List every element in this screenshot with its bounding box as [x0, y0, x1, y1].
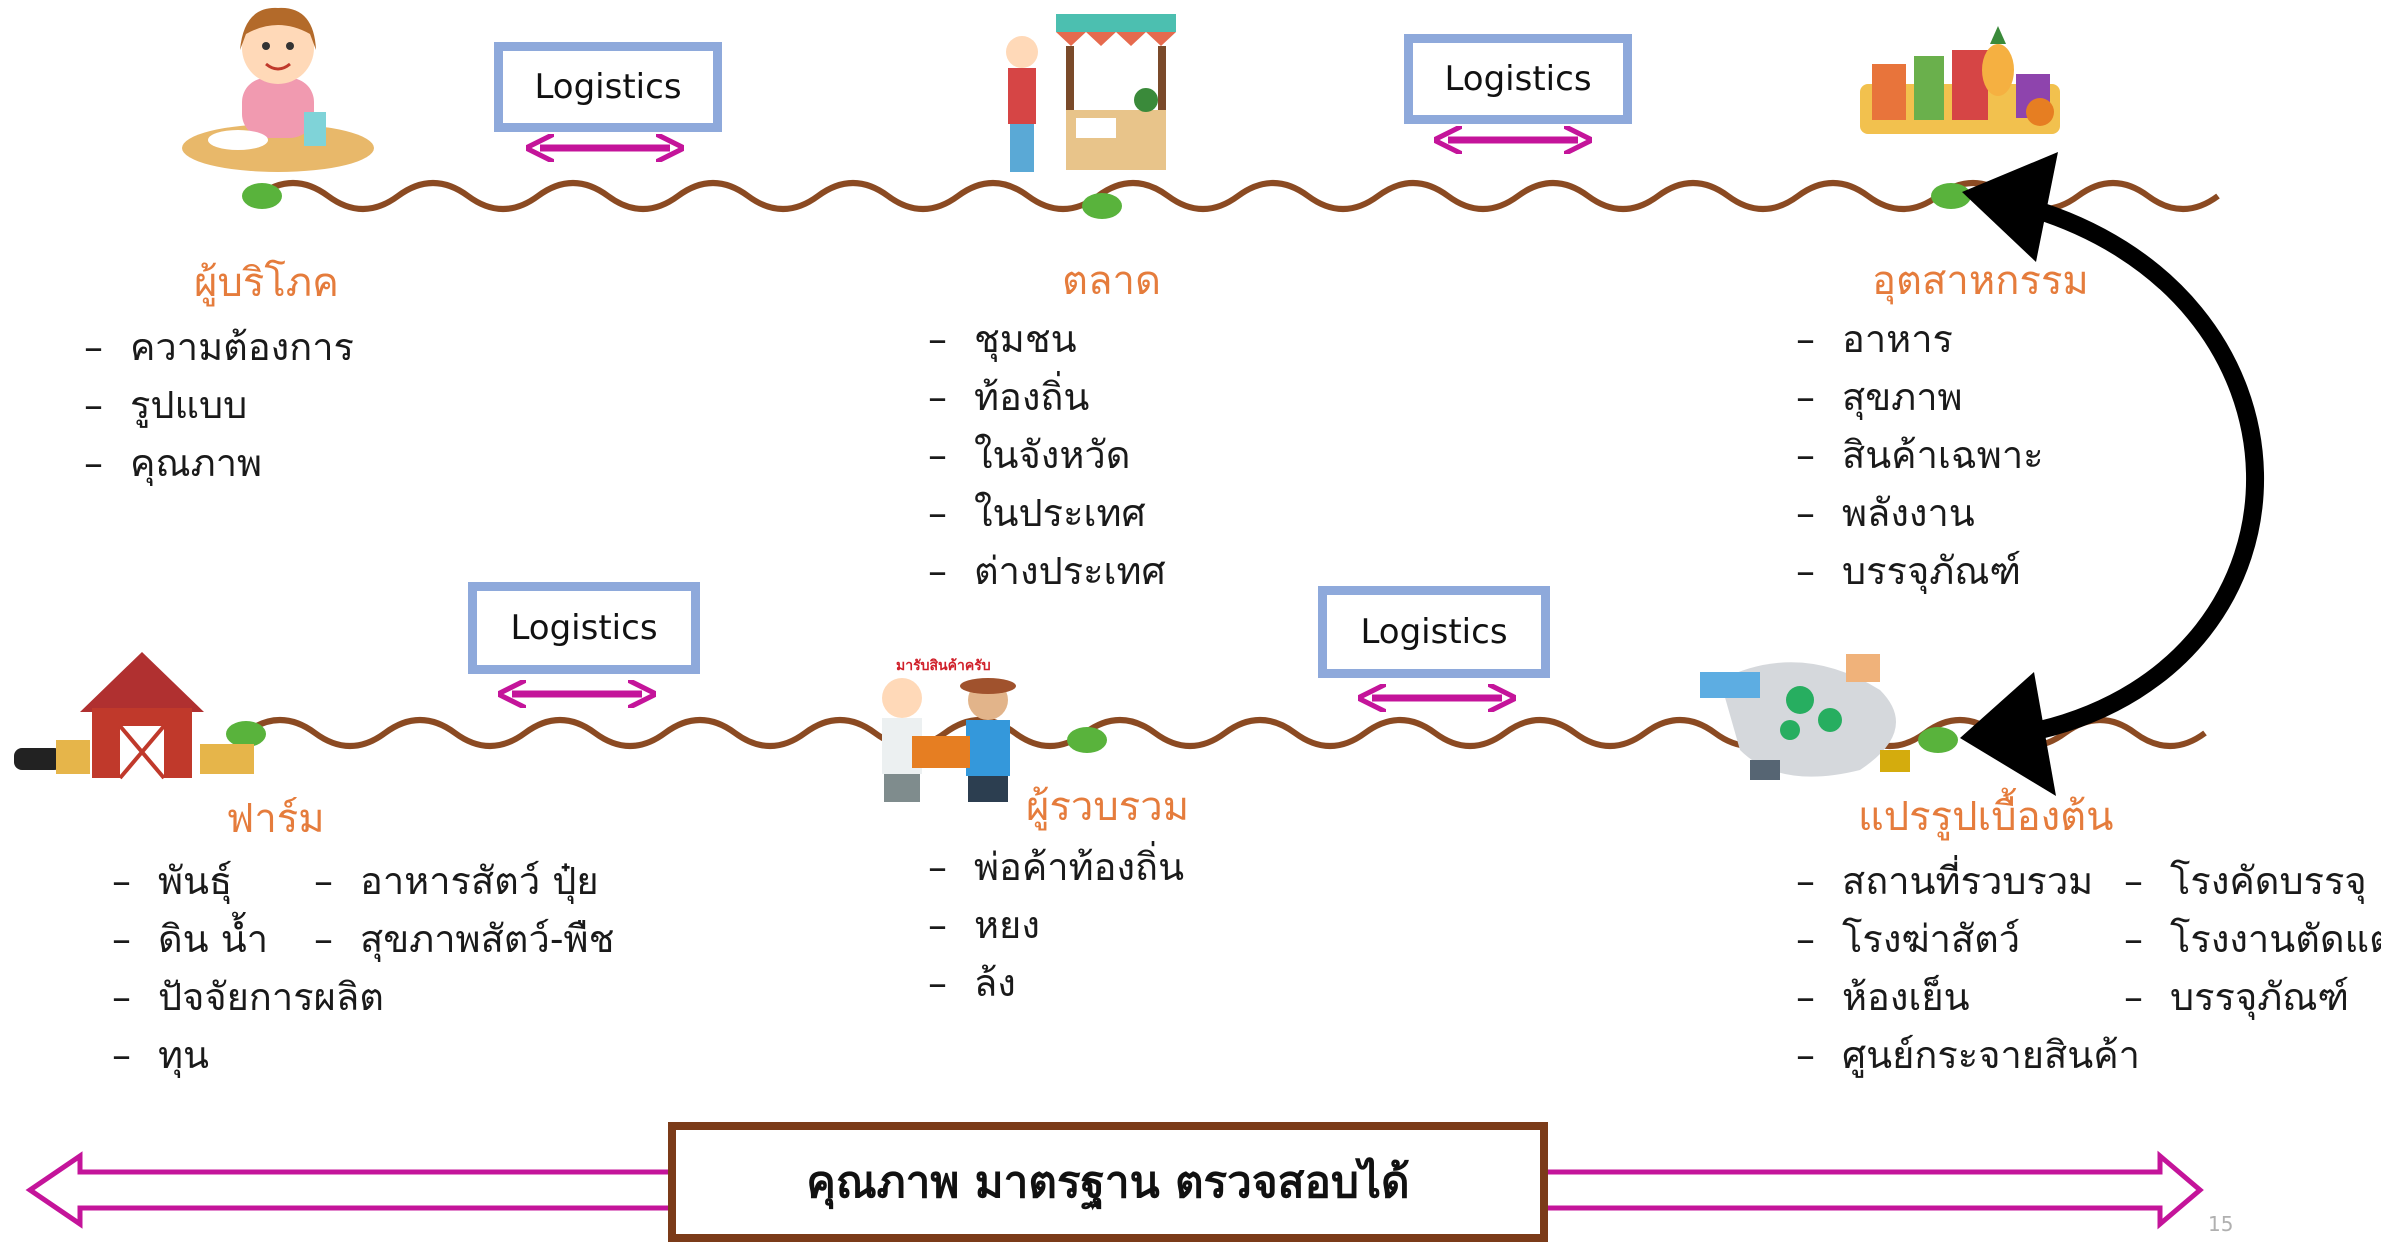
- top-supply-chain-line: [256, 180, 2220, 212]
- bottom-supply-chain-line: [243, 717, 2207, 749]
- processing-list-col2: –โรงคัดบรรจุ –โรงงานตัดแต่ง –บรรจุภัณฑ์: [2124, 852, 2381, 1026]
- list-item: –สถานที่รวบรวม: [1796, 859, 2094, 903]
- collector-sticker-text: มารับสินค้าครับ: [896, 658, 991, 674]
- list-item: –โรงงานตัดแต่ง: [2124, 917, 2381, 961]
- list-item: –พ่อค้าท้องถิ่น: [928, 845, 1185, 889]
- list-item: –สุขภาพ: [1796, 375, 1963, 419]
- processing-node: [1918, 727, 1958, 753]
- stage-title-collector: ผู้รวบรวม: [1026, 784, 1190, 830]
- list-item: –ต่างประเทศ: [928, 549, 1166, 593]
- stage-title-market: ตลาด: [1062, 258, 1161, 304]
- stage-title-processing: แปรรูปเบื้องต้น: [1858, 794, 2114, 840]
- list-item: –บรรจุภัณฑ์: [1796, 549, 2022, 593]
- stage-title-consumer: ผู้บริโภค: [194, 260, 339, 306]
- collector-list: –พ่อค้าท้องถิ่น –หยง –ล้ง: [928, 838, 1184, 1012]
- page-number: 15: [2208, 1212, 2234, 1236]
- farm-list-col2: –อาหารสัตว์ ปุ๋ย –สุขภาพสัตว์-พืช: [314, 852, 614, 968]
- list-item: –สุขภาพสัตว์-พืช: [314, 917, 615, 961]
- farm-list-col1: –พันธุ์ –ดิน น้ำ –ปัจจัยการผลิต –ทุน: [112, 852, 384, 1084]
- list-item: –ความต้องการ: [84, 325, 354, 369]
- curved-arrowhead-top: [1962, 152, 2058, 262]
- list-item: –ศูนย์กระจายสินค้า: [1796, 1033, 2140, 1077]
- list-item: –ปัจจัยการผลิต: [112, 975, 384, 1019]
- list-item: –ท้องถิ่น: [928, 375, 1090, 419]
- list-item: –ในจังหวัด: [928, 433, 1131, 477]
- list-item: –พันธุ์: [112, 859, 233, 903]
- list-item: –หยง: [928, 903, 1040, 947]
- left-hollow-arrow: [25, 1151, 670, 1229]
- consumer-illustration: [182, 7, 374, 172]
- list-item: –ทุน: [112, 1033, 210, 1077]
- processing-list-col1: –สถานที่รวบรวม –โรงฆ่าสัตว์ –ห้องเย็น –ศ…: [1796, 852, 2140, 1084]
- list-item: –บรรจุภัณฑ์: [2124, 975, 2350, 1019]
- list-item: –อาหารสัตว์ ปุ๋ย: [314, 859, 599, 903]
- list-item: –ล้ง: [928, 961, 1016, 1005]
- list-item: –ชุมชน: [928, 317, 1077, 361]
- curved-arrowhead-bottom: [1960, 672, 2056, 796]
- collector-illustration: [882, 678, 1016, 802]
- collector-node: [1067, 727, 1107, 753]
- list-item: –สินค้าเฉพาะ: [1796, 433, 2044, 477]
- farm-illustration: [14, 652, 254, 780]
- consumer-list: –ความต้องการ –รูปแบบ –คุณภาพ: [84, 318, 354, 492]
- logistics-box-bottom-right: Logistics: [1318, 586, 1550, 678]
- list-item: –คุณภาพ: [84, 441, 263, 485]
- list-item: –พลังงาน: [1796, 491, 1975, 535]
- quality-banner: คุณภาพ มาตรฐาน ตรวจสอบได้: [668, 1122, 1548, 1242]
- market-list: –ชุมชน –ท้องถิ่น –ในจังหวัด –ในประเทศ –ต…: [928, 310, 1166, 600]
- logistics-box-top-right: Logistics: [1404, 34, 1632, 124]
- industry-node: [1931, 183, 1971, 209]
- market-illustration: [1006, 14, 1176, 172]
- list-item: –ห้องเย็น: [1796, 975, 1970, 1019]
- logistics-box-bottom-left: Logistics: [468, 582, 700, 674]
- industry-illustration: [1860, 26, 2060, 134]
- stage-title-industry: อุตสาหกรรม: [1872, 258, 2089, 304]
- industry-list: –อาหาร –สุขภาพ –สินค้าเฉพาะ –พลังงาน –บร…: [1796, 310, 2044, 600]
- list-item: –โรงคัดบรรจุ: [2124, 859, 2367, 903]
- processing-illustration: [1700, 654, 1910, 780]
- list-item: –รูปแบบ: [84, 383, 248, 427]
- logistics-box-top-left: Logistics: [494, 42, 722, 132]
- list-item: –โรงฆ่าสัตว์: [1796, 917, 2021, 961]
- farm-node: [226, 721, 266, 747]
- list-item: –ดิน น้ำ: [112, 917, 269, 961]
- consumer-node: [242, 183, 282, 209]
- list-item: –ในประเทศ: [928, 491, 1146, 535]
- stage-title-farm: ฟาร์ม: [226, 796, 325, 842]
- market-node: [1082, 193, 1122, 219]
- list-item: –อาหาร: [1796, 317, 1953, 361]
- curved-feedback-arrow: [2017, 196, 2264, 739]
- right-hollow-arrow: [1548, 1150, 2204, 1230]
